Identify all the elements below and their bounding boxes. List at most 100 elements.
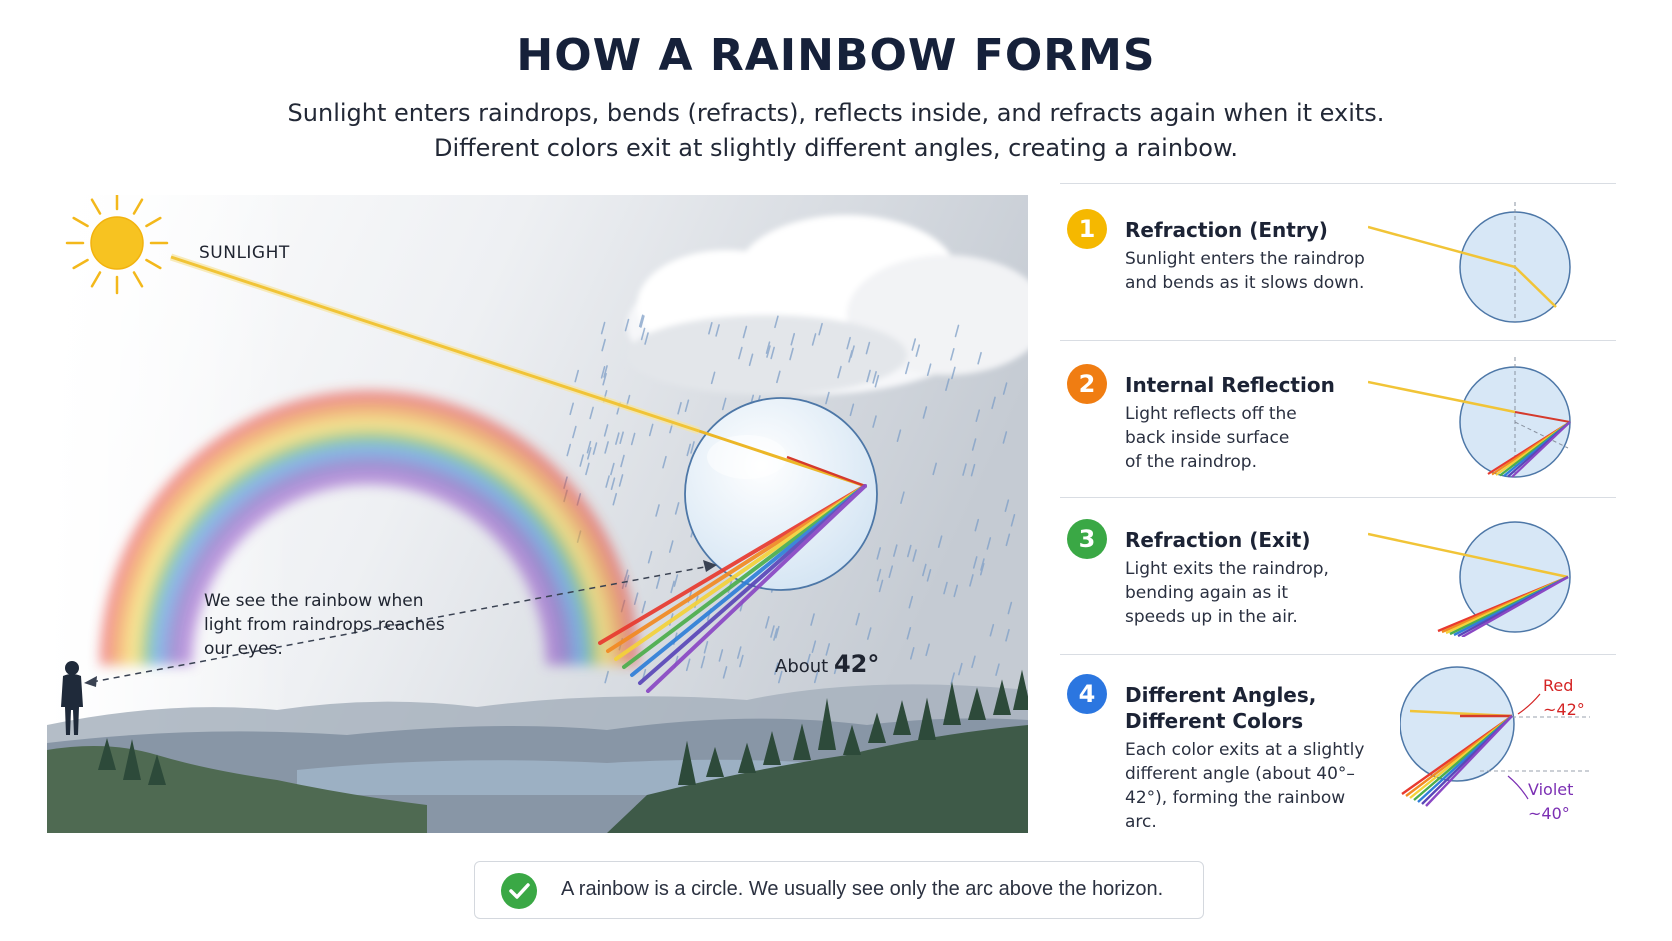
rainbow-band [165,457,573,666]
rain-streak [943,581,948,595]
rain-streak [703,640,709,654]
check-icon [501,873,537,909]
rain-streak [630,432,636,446]
scene-illustration [47,195,1028,833]
sun-ray [132,198,144,215]
rain-streak [789,347,794,361]
pine-tree [1013,669,1028,710]
sun-icon [65,195,169,295]
rain-streak [837,365,842,379]
step-number-badge: 4 [1067,674,1107,714]
line-of-sight-arrow-head-observer [84,676,97,687]
rain-streak [900,491,905,504]
rain-streak [825,643,831,656]
rain-streak [950,348,955,361]
rain-streak [878,579,884,593]
rain-streak [972,556,978,569]
angle-label: About 42° [775,652,879,679]
rain-streak [1004,499,1010,512]
sun-ray [72,258,89,270]
rain-streak [619,431,624,445]
pine-tree [738,742,756,773]
rain-streak [950,672,955,685]
rain-streak [932,462,938,476]
rain-streak [1005,628,1010,642]
rain-streak [1010,513,1016,527]
rain-streak [685,658,691,672]
rainbow-band [100,390,638,666]
rain-streak [592,442,598,455]
rain-streak [774,315,779,329]
diagram-spectrum-ray [1511,421,1571,478]
landscape-hills [47,684,1028,833]
rain-streak [586,447,592,460]
drop-diagram-reflection [1368,357,1571,478]
pine-trees [98,669,1028,785]
spectrum-ray [646,484,867,693]
rain-streak [770,346,775,360]
rain-streak [721,397,727,411]
rain-streak [585,462,590,476]
rain-streak [574,369,580,383]
diagram-drop [1400,666,1515,782]
rain-streak [908,595,914,609]
rain-streak [718,649,724,662]
rain-streak [700,655,706,669]
rain-streak [813,670,819,684]
rain-streak [604,670,609,684]
step-title: Refraction (Exit) [1125,528,1311,552]
rain-streak [909,647,915,660]
pine-tree [893,700,911,735]
step-internal-reflection: 2 Internal Reflection Light reflects off… [1060,340,1616,497]
rain-streak [738,346,743,360]
rain-streak [855,612,860,626]
rain-streak [958,662,963,676]
rain-streak [876,568,882,582]
red-pointer [1517,693,1541,715]
diagram-incoming-ray [1368,532,1569,579]
rain-streak [708,321,713,335]
step-divider [1060,654,1616,655]
rain-streak [647,550,653,564]
rain-streak [876,547,882,560]
pine-tree [943,681,961,725]
rain-streak [986,537,992,550]
rain-streak [586,440,592,454]
rain-streak [1007,601,1013,615]
exiting-spectrum [598,484,867,693]
rain-streak [604,441,609,454]
rain-streak [991,396,996,410]
pine-tree [706,746,724,777]
rainbow-band [152,443,586,666]
rain-streak [818,322,823,336]
step-number-badge: 3 [1067,519,1107,559]
summary-text: A rainbow is a circle. We usually see on… [561,878,1164,900]
sun-ray [132,271,144,288]
observer-silhouette [61,661,83,735]
rain-streak [775,625,780,639]
rain-streak [579,454,584,467]
rainbow-scene: SUNLIGHT We see the rainbow when light f… [47,195,1028,833]
rain-streak [776,370,781,384]
rain-streak [710,371,716,385]
rain-streak [668,540,674,553]
diagram-incoming-ray [1368,380,1516,414]
rain-streak [954,324,960,338]
pine-tree [968,687,986,720]
rain-streak [644,332,649,345]
rain-streak [623,569,629,583]
sun-ray [145,216,162,228]
rain-streak [765,616,770,629]
diagram-spectrum-ray [1461,575,1569,637]
rain-streak [975,409,981,423]
rain-streak [846,336,851,350]
rain-streak [686,443,692,457]
pine-tree [868,712,886,743]
rain-streak [974,518,980,532]
rain-streak [655,504,660,517]
sun-ray [90,271,102,288]
raindrop-highlight [707,435,787,479]
rain-streak [739,654,744,668]
rain-streak [662,455,667,469]
diagram-spectrum-ray [1425,715,1513,807]
